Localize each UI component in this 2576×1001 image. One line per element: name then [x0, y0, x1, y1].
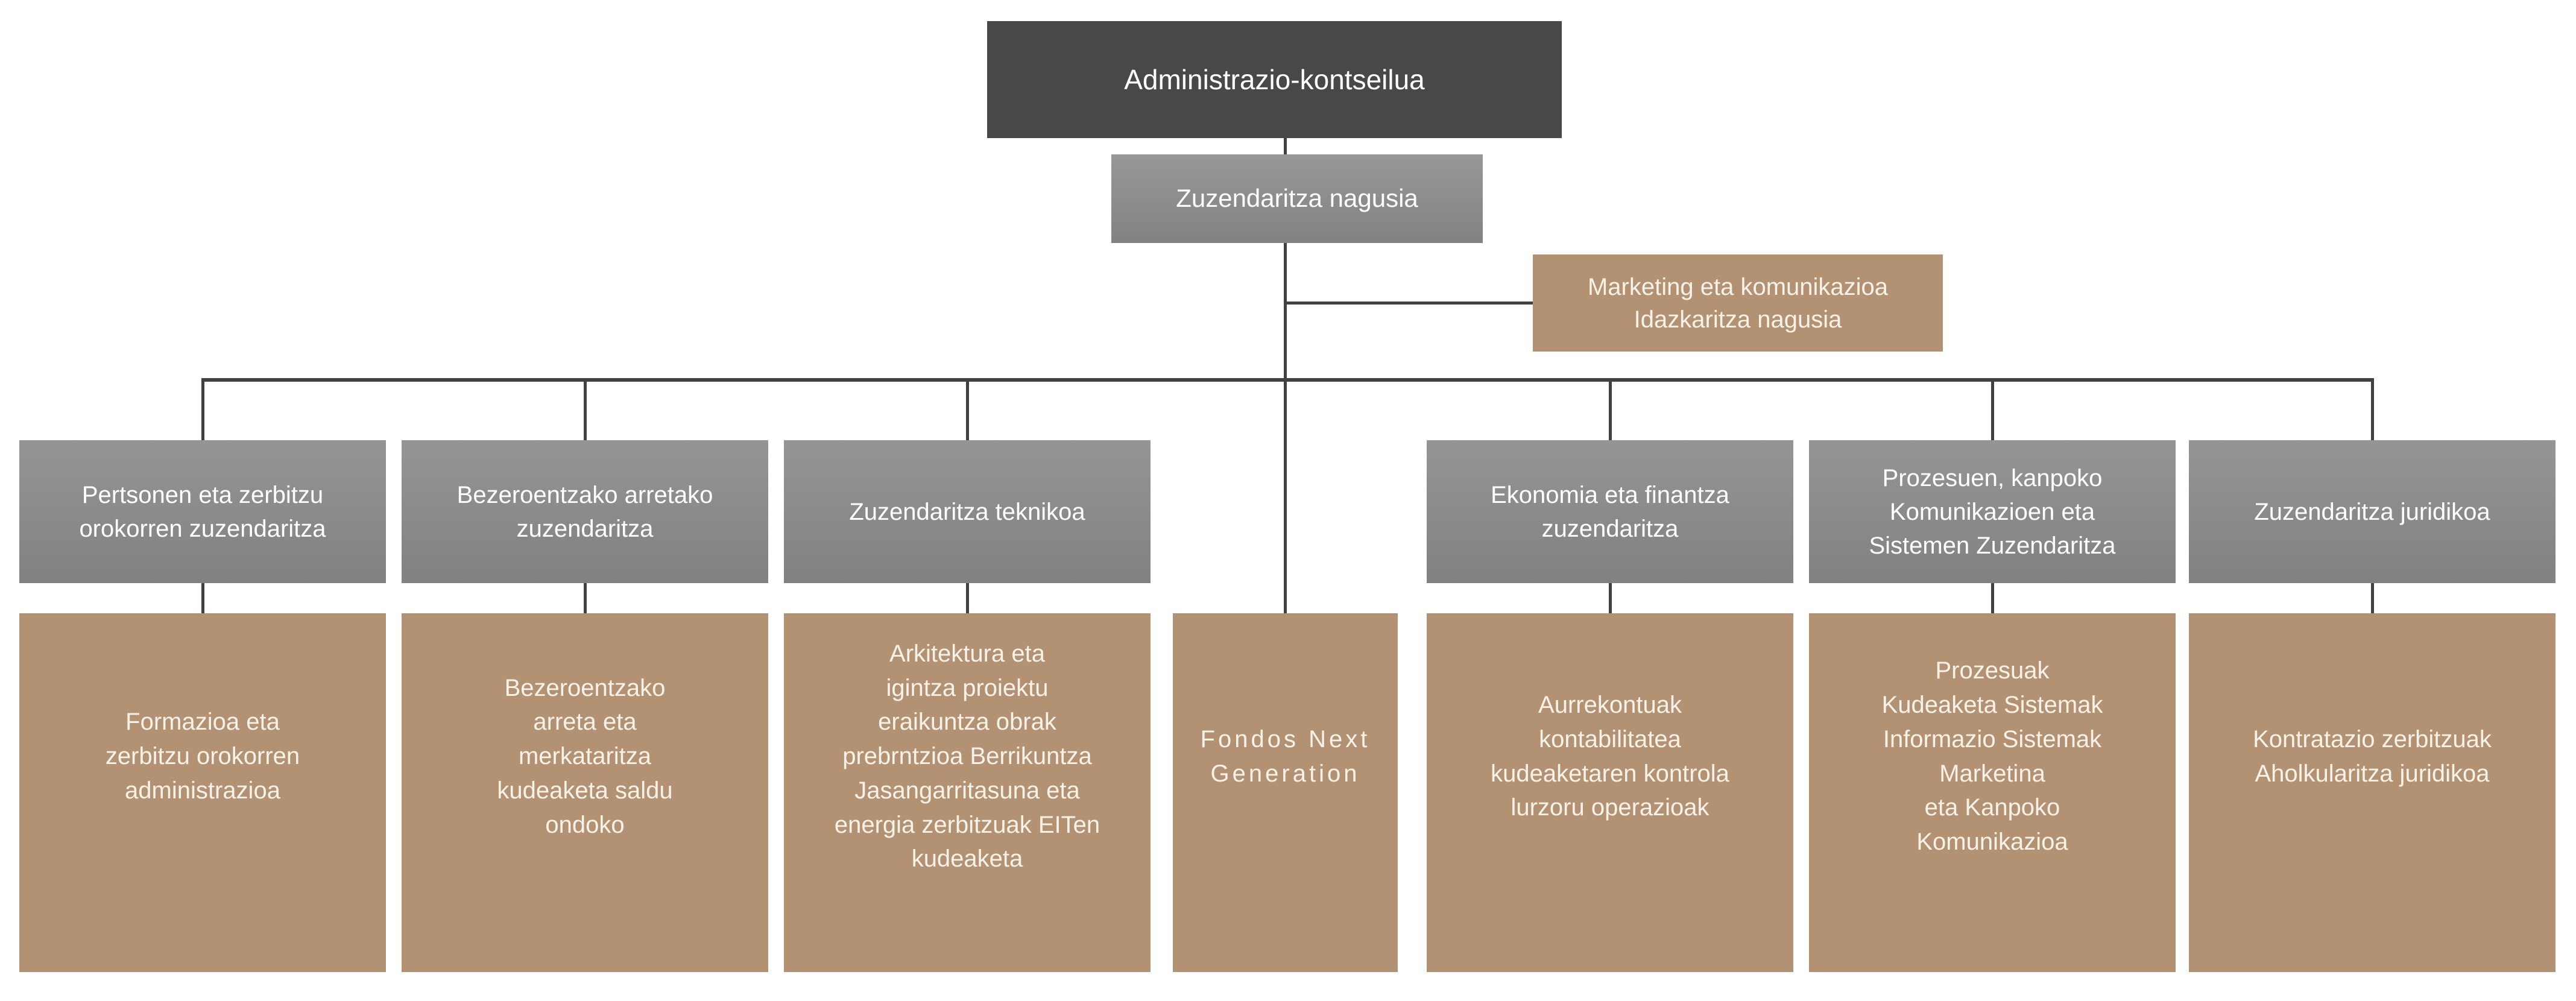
connector-trunk	[1284, 242, 1287, 616]
connector-stub-2	[584, 582, 587, 616]
connector-stub-5	[1991, 582, 1994, 616]
node-dept-people-general-services: Pertsonen eta zerbitzu orokorren zuzenda…	[19, 440, 386, 583]
connector-board-to-gm	[1284, 136, 1287, 157]
connector-drop-5	[1991, 380, 1994, 443]
connector-drop-6	[2371, 380, 2374, 443]
node-unit-architecture-engineering: Arkitektura eta igintza proiektu eraikun…	[784, 613, 1151, 972]
node-dept-economy-finance: Ekonomia eta finantza zuzendaritza	[1427, 440, 1793, 583]
connector-drop-1	[201, 380, 204, 443]
node-dept-customer-service: Bezeroentzako arretako zuzendaritza	[402, 440, 768, 583]
connector-drop-3	[966, 380, 969, 443]
node-unit-processes-systems-marketing: Prozesuak Kudeaketa Sistemak Informazio …	[1809, 613, 2176, 972]
node-unit-budgets-accounting: Aurrekontuak kontabilitatea kudeaketaren…	[1427, 613, 1793, 972]
connector-distribution-line	[201, 378, 2374, 382]
node-board: Administrazio-kontseilua	[987, 21, 1562, 138]
node-dept-legal: Zuzendaritza juridikoa	[2189, 440, 2555, 583]
connector-stub-6	[2371, 582, 2374, 616]
node-unit-contracting-legal-advice: Kontratazio zerbitzuak Aholkularitza jur…	[2189, 613, 2555, 972]
node-dept-technical: Zuzendaritza teknikoa	[784, 440, 1151, 583]
node-dept-processes-communications-systems: Prozesuen, kanpoko Komunikazioen eta Sis…	[1809, 440, 2176, 583]
connector-drop-2	[584, 380, 587, 443]
node-unit-next-generation-funds: Fondos Next Generation	[1173, 613, 1398, 972]
connector-drop-4	[1609, 380, 1612, 443]
node-unit-customer-care-commercial: Bezeroentzako arreta eta merkataritza ku…	[402, 613, 768, 972]
connector-stub-1	[201, 582, 204, 616]
node-unit-training-general-services: Formazioa eta zerbitzu orokorren adminis…	[19, 613, 386, 972]
connector-staff-branch	[1285, 302, 1535, 305]
node-marketing-secretariat: Marketing eta komunikazioa Idazkaritza n…	[1533, 254, 1943, 352]
node-general-management: Zuzendaritza nagusia	[1111, 154, 1483, 243]
connector-stub-4	[1609, 582, 1612, 616]
connector-stub-3	[966, 582, 969, 616]
